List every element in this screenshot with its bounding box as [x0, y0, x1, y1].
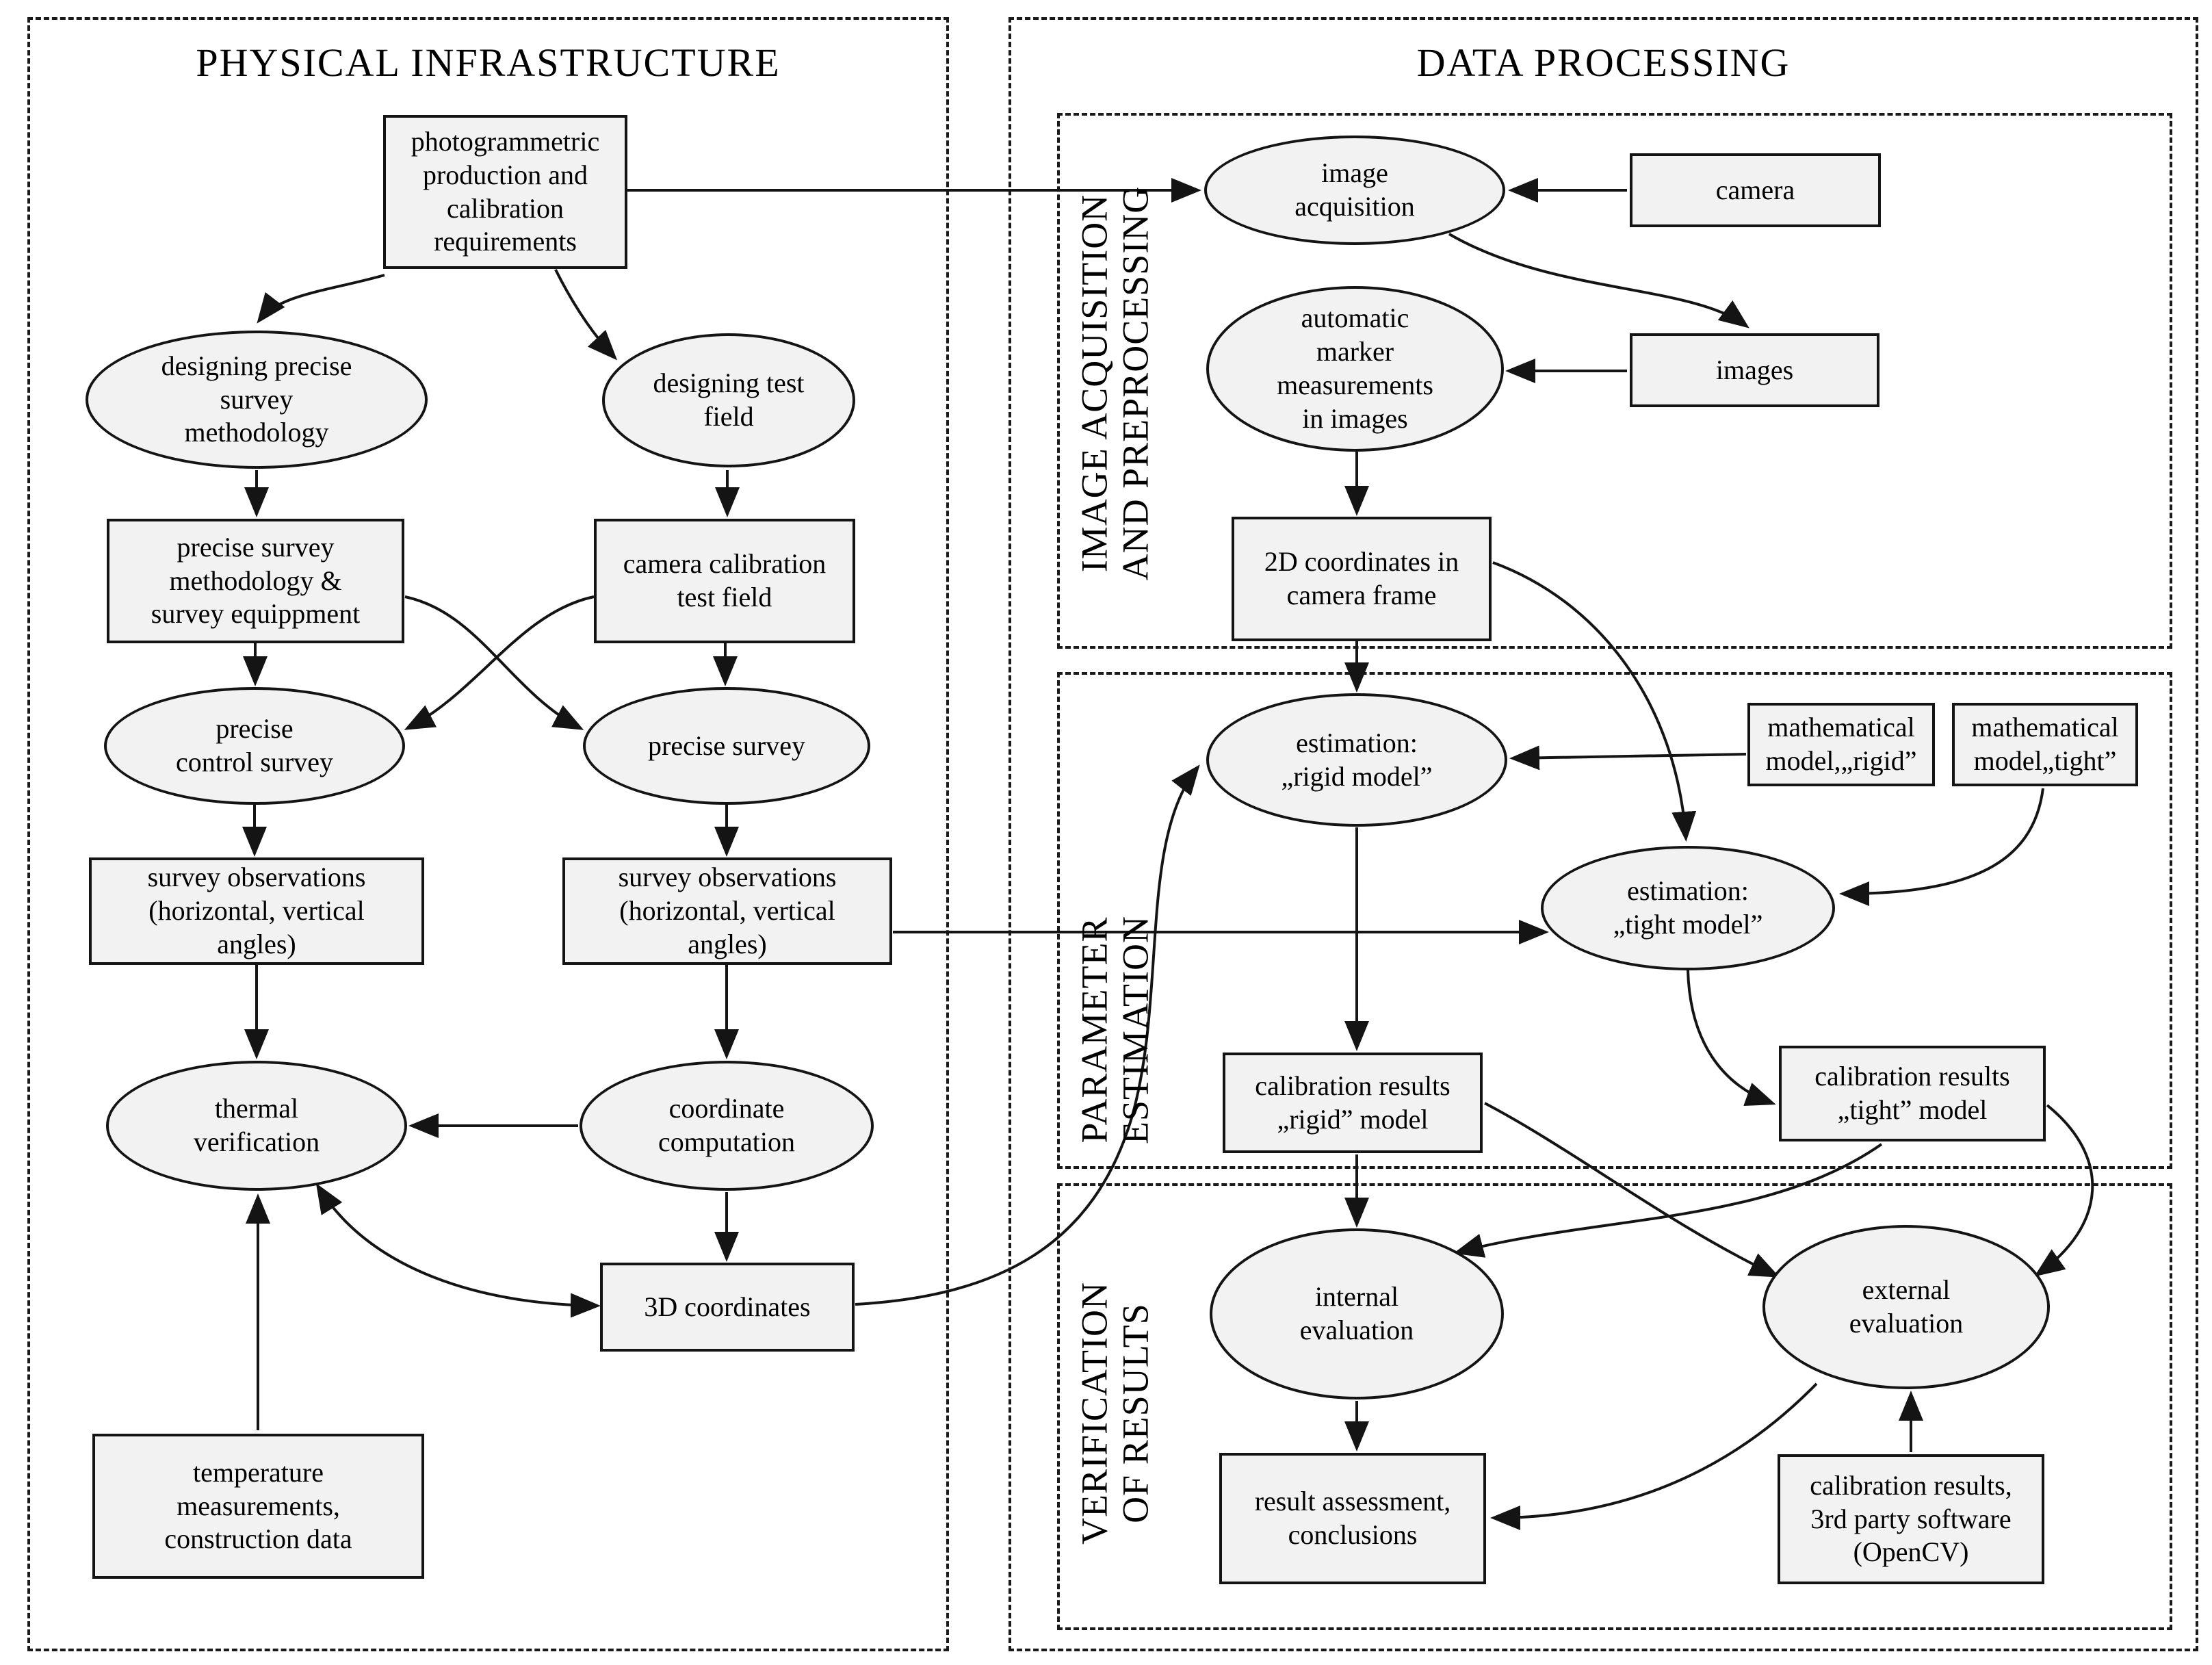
node-precise-survey: precise survey — [583, 687, 870, 805]
image-acquisition-region — [1057, 113, 2172, 649]
node-calibration-results-opencv: calibration results, 3rd party software … — [1778, 1454, 2044, 1584]
edge-calibration-tight-to-external — [2034, 1104, 2094, 1277]
verification-of-results-region — [1057, 1183, 2172, 1630]
node-images: images — [1630, 333, 1879, 407]
node-precise-control-survey: precise control survey — [104, 687, 405, 805]
left-region-title: PHYSICAL INFRASTRUCTURE — [196, 40, 781, 85]
node-designing-test-field: designing test field — [602, 333, 855, 467]
node-result-assessment-conclusions: result assessment, conclusions — [1219, 1453, 1486, 1584]
physical-infrastructure-region — [27, 17, 949, 1651]
parameter-estimation-region — [1057, 672, 2172, 1169]
node-external-evaluation: external evaluation — [1762, 1225, 2050, 1389]
node-precise-survey-methodology-equipment: precise survey methodology & survey equi… — [107, 519, 404, 643]
node-designing-precise-survey-methodology: designing precise survey methodology — [86, 331, 428, 469]
node-3d-coordinates: 3D coordinates — [600, 1263, 855, 1352]
node-survey-observations-right: survey observations (horizontal, vertica… — [562, 857, 892, 965]
edge-calibration-tight-to-internal — [1453, 1143, 1883, 1258]
edge-math-tight-to-estimation-tight — [1839, 788, 2044, 906]
node-estimation-rigid-model: estimation: „rigid model” — [1206, 693, 1507, 827]
node-mathematical-model-tight: mathematical model„tight” — [1952, 703, 2138, 786]
node-internal-evaluation: internal evaluation — [1210, 1228, 1504, 1399]
edge-photogrammetric-to-designing-precise — [257, 274, 385, 324]
node-photogrammetric-requirements: photogrammetric production and calibrati… — [383, 115, 627, 269]
node-coordinate-computation: coordinate computation — [580, 1061, 874, 1191]
node-automatic-marker-measurements: automatic marker measurements in images — [1206, 286, 1504, 452]
node-camera: camera — [1630, 153, 1881, 227]
node-2d-coordinates-camera-frame: 2D coordinates in camera frame — [1232, 517, 1492, 641]
edge-methodology-box-to-precise-survey — [404, 595, 584, 730]
edge-image-acquisition-to-images — [1448, 233, 1749, 328]
node-thermal-verification: thermal verification — [106, 1061, 407, 1191]
edge-3d-to-estimation-rigid — [855, 764, 1200, 1306]
node-survey-observations-left: survey observations (horizontal, vertica… — [89, 857, 424, 965]
node-mathematical-model-rigid: mathematical model,„rigid” — [1747, 703, 1935, 786]
edge-thermal-3d-bidirectional — [315, 1183, 601, 1318]
edge-external-to-result-assessment — [1490, 1382, 1818, 1530]
edge-photogrammetric-to-designing-test — [554, 269, 618, 361]
node-estimation-tight-model: estimation: „tight model” — [1541, 846, 1835, 970]
edge-math-rigid-to-estimation-rigid — [1509, 745, 1747, 771]
right-region-title: DATA PROCESSING — [1416, 40, 1791, 85]
edge-2d-to-estimation-tight — [1492, 561, 1697, 842]
node-calibration-results-tight: calibration results „tight” model — [1779, 1046, 2046, 1141]
node-camera-calibration-test-field: camera calibration test field — [594, 519, 855, 643]
node-temperature-measurements: temperature measurements, construction d… — [92, 1434, 424, 1579]
data-processing-region — [1009, 17, 2198, 1651]
edge-camera-calibration-to-precise-control — [404, 595, 595, 730]
node-calibration-results-rigid: calibration results „rigid” model — [1223, 1053, 1483, 1153]
node-image-acquisition: image acquisition — [1204, 135, 1505, 245]
edge-calibration-rigid-to-external — [1484, 1102, 1780, 1278]
edge-estimation-tight-to-calibration-tight — [1687, 970, 1776, 1107]
